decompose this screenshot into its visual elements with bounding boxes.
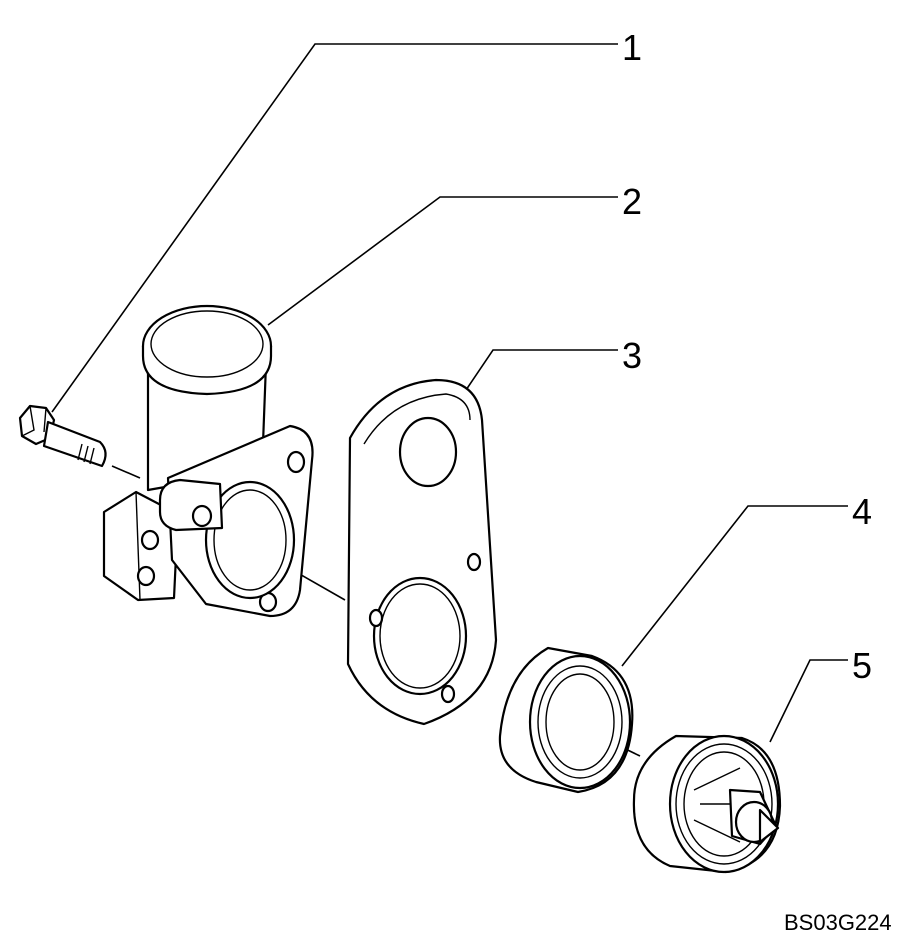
thermostat-housing-part (102, 304, 314, 618)
leader-line-4 (621, 505, 848, 667)
callout-numbers: 1 2 3 4 5 (622, 27, 872, 686)
drawing-code-label: BS03G224 (784, 910, 892, 935)
leader-line-2 (267, 196, 618, 326)
callout-number-3: 3 (622, 335, 642, 376)
leader-lines (51, 43, 848, 743)
callout-number-1: 1 (622, 27, 642, 68)
callout-number-4: 4 (852, 491, 872, 532)
seal-ring-part (498, 646, 634, 794)
leader-line-1 (51, 43, 618, 413)
callout-number-5: 5 (852, 645, 872, 686)
leader-line-3 (465, 349, 618, 391)
gasket-part (346, 378, 498, 726)
leader-line-5 (769, 659, 848, 743)
bolt-part (18, 404, 107, 468)
thermostat-part (632, 734, 782, 874)
callout-number-2: 2 (622, 181, 642, 222)
